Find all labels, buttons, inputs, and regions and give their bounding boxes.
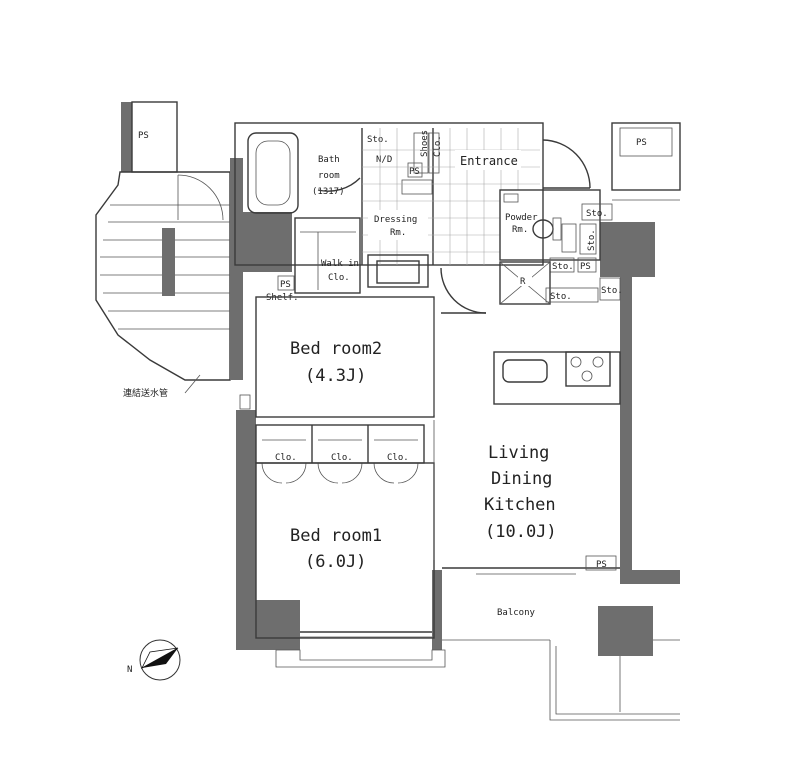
ps-label-right: PS: [636, 138, 647, 148]
ldk-line2: Dining: [491, 469, 552, 489]
ps-label-core: PS: [409, 167, 420, 177]
ps-label-ldk: PS: [596, 560, 607, 570]
bathroom: Bath room (1317): [247, 132, 345, 214]
stairwell: PS: [95, 101, 231, 381]
fridge-r-label: R: [520, 277, 526, 287]
bath-label-line3: (1317): [312, 187, 345, 197]
ldk-line3: Kitchen: [484, 495, 556, 515]
ldk: Living Dining Kitchen (10.0J): [484, 351, 621, 542]
ldk-size: (10.0J): [485, 522, 557, 542]
sto-label-3: Sto.: [550, 292, 572, 302]
closet-row: Clo. Clo. Clo.: [255, 424, 425, 484]
bedroom1-size: (6.0J): [305, 552, 366, 572]
shelf-label: Shelf.: [266, 293, 299, 303]
entrance-tile-grid: [362, 128, 540, 265]
closet-label-2: Clo.: [331, 453, 353, 463]
closet-label-3: Clo.: [387, 453, 409, 463]
dressing-label-line1: Dressing: [374, 215, 417, 225]
outer-walls: [230, 158, 680, 656]
balcony: Balcony: [442, 608, 680, 721]
balcony-label: Balcony: [497, 608, 536, 618]
walkin-label-line2: Clo.: [328, 273, 350, 283]
bath-label-line1: Bath: [318, 155, 340, 165]
bedroom2-size: (4.3J): [305, 366, 366, 386]
sto-label-2: Sto.: [552, 262, 574, 272]
ps-label-stair: PS: [138, 131, 149, 141]
sto-label-powder-v: Sto.: [587, 229, 597, 251]
shoes-label: Shoes: [420, 130, 430, 157]
powder-label-line2: Rm.: [512, 225, 528, 235]
bath-label-line2: room: [318, 171, 340, 181]
compass-north-label: N: [127, 665, 132, 675]
walkin-label-line1: Walk in: [321, 259, 359, 269]
ps-label-powder: PS: [580, 262, 591, 272]
sto-label-4: Sto.: [601, 286, 623, 296]
dressing-label-line2: Rm.: [390, 228, 406, 238]
ps-label-walkin: PS: [280, 280, 291, 290]
nd-label: N/D: [376, 155, 392, 165]
compass-icon: N: [127, 639, 181, 681]
bedroom-2: Bed room2 (4.3J): [255, 296, 435, 418]
shoes-clo-label: Clo.: [433, 135, 443, 157]
pipe-label: 連結送水管: [123, 387, 168, 399]
closet-label-1: Clo.: [275, 453, 297, 463]
sto-label-powder: Sto.: [586, 209, 608, 219]
ldk-line1: Living: [488, 443, 549, 463]
powder-label-line1: Powder: [505, 213, 538, 223]
entrance-label: Entrance: [460, 154, 518, 168]
bedroom1-name: Bed room1: [290, 526, 382, 546]
sto-label-1: Sto.: [367, 135, 389, 145]
bedroom2-name: Bed room2: [290, 339, 382, 359]
